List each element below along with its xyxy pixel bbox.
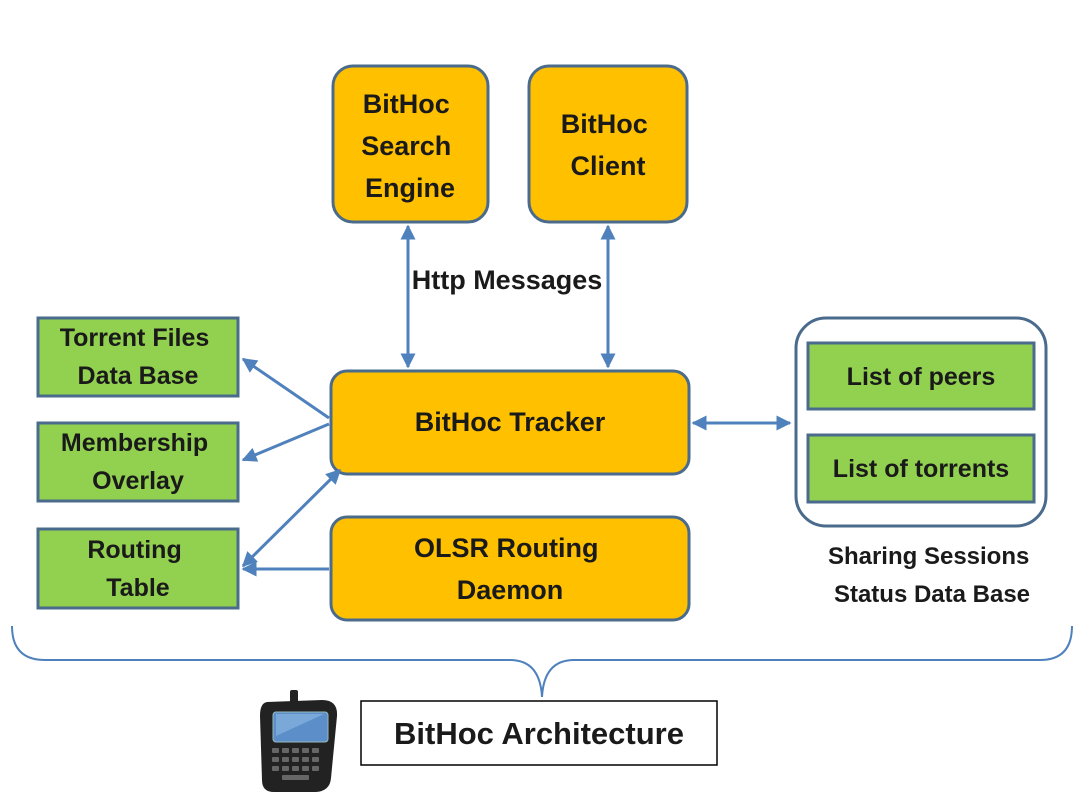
- node-torrent-files-db: Torrent Files Data Base: [36, 316, 240, 398]
- node-list-of-torrents: List of torrents: [806, 433, 1036, 504]
- client-line-2: Client: [570, 151, 645, 181]
- smartphone-icon: [260, 690, 338, 792]
- peers-label: List of peers: [847, 363, 996, 391]
- node-membership-overlay: Membership Overlay: [36, 421, 240, 503]
- svg-text:OLSR Routing Daemon: OLSR Routing Daemon: [414, 533, 606, 605]
- torrent-files-line-1: Torrent Files: [60, 324, 210, 352]
- search-engine-line-3: Engine: [365, 173, 455, 203]
- node-client: BitHoc Client: [527, 64, 689, 224]
- routing-table-line-1: Routing: [87, 536, 181, 564]
- svg-text:BitHoc Tracker: BitHoc Tracker: [415, 407, 606, 437]
- olsr-line-2: Daemon: [457, 575, 564, 605]
- client-line-1: BitHoc: [561, 109, 648, 139]
- svg-text:Membership Overlay: Membership Overlay: [61, 429, 215, 495]
- svg-text:List of peers: List of peers: [847, 363, 996, 391]
- sharing-sessions-group: List of peers List of torrents: [794, 316, 1048, 528]
- group-caption-line-1: Sharing Sessions: [828, 543, 1029, 570]
- architecture-brace: [11, 625, 1073, 698]
- arrow-tracker-torrent-files: [241, 357, 330, 420]
- search-engine-line-2: Search: [361, 131, 451, 161]
- membership-line-1: Membership: [61, 429, 208, 457]
- svg-text:BitHoc Client: BitHoc Client: [561, 109, 656, 181]
- node-tracker: BitHoc Tracker: [329, 369, 691, 476]
- group-caption: Sharing Sessions Status Data Base: [828, 543, 1036, 608]
- search-engine-line-1: BitHoc: [363, 89, 450, 119]
- torrents-label: List of torrents: [833, 455, 1009, 483]
- diagram-title: BitHoc Architecture: [394, 716, 684, 751]
- node-list-of-peers: List of peers: [806, 341, 1036, 411]
- node-routing-table: Routing Table: [36, 527, 240, 610]
- svg-text:BitHoc Search Engi: BitHoc Search Engine: [361, 89, 459, 203]
- edge-label-http-messages: Http Messages: [412, 265, 603, 295]
- svg-text:Routing Table: Routing Table: [87, 536, 188, 602]
- membership-line-2: Overlay: [92, 467, 184, 495]
- title-box: BitHoc Architecture: [360, 700, 718, 766]
- node-olsr-daemon: OLSR Routing Daemon: [329, 515, 691, 622]
- node-search-engine: BitHoc Search Engine: [331, 64, 490, 224]
- arrow-tracker-membership: [241, 422, 330, 462]
- routing-table-line-2: Table: [106, 574, 170, 602]
- olsr-line-1: OLSR Routing: [414, 533, 598, 563]
- group-caption-line-2: Status Data Base: [834, 581, 1030, 608]
- torrent-files-line-2: Data Base: [78, 362, 199, 390]
- svg-text:List of torrents: List of torrents: [833, 455, 1009, 483]
- connectors: [241, 224, 792, 577]
- tracker-label: BitHoc Tracker: [415, 407, 606, 437]
- svg-text:Torrent Files Data Base: Torrent Files Data Base: [60, 324, 217, 390]
- arrow-tracker-routing-table: [241, 468, 342, 568]
